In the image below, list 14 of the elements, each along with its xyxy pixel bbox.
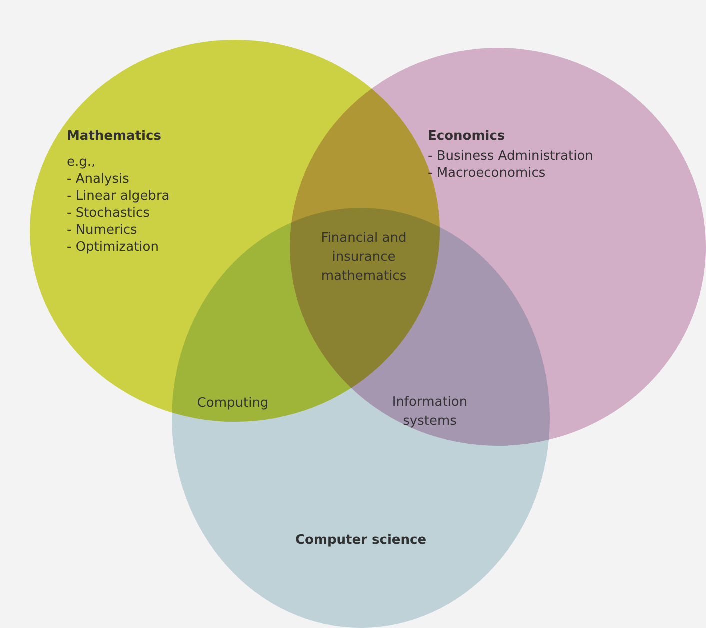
overlap-label: Information systems [391,394,469,431]
set-heading: Computer science [295,532,427,549]
list-item: - Optimization [67,239,159,256]
overlap-label: Computing [196,395,270,413]
set-heading: Mathematics [67,128,162,145]
list-item: - Linear algebra [67,188,170,205]
list-item: - Stochastics [67,205,150,222]
list-intro: e.g., [67,154,96,171]
overlap-label: Financial and insurance mathematics [320,230,408,286]
list-item: - Numerics [67,222,138,239]
list-item: - Business Administration [428,148,594,165]
list-item: - Macroeconomics [428,165,546,182]
list-item: - Analysis [67,171,130,188]
set-heading: Economics [428,128,506,145]
